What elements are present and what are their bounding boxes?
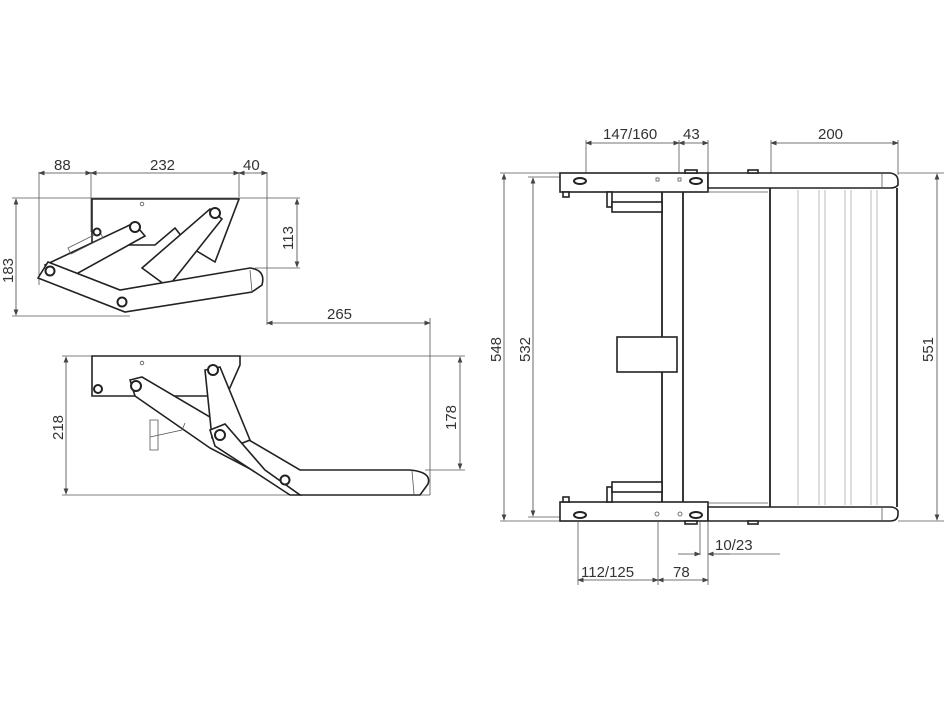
folded-side-view: 88 232 40 183 113	[0, 157, 300, 325]
dim-112-125: 112/125	[581, 564, 634, 581]
dim-147-160: 147/160	[603, 126, 657, 143]
dim-88: 88	[54, 157, 71, 174]
top-view: 147/160 43 200 548 532 551	[488, 126, 944, 585]
dim-183: 183	[0, 258, 17, 283]
dim-200: 200	[818, 126, 843, 143]
dim-40: 40	[243, 157, 260, 174]
dim-532: 532	[517, 337, 534, 362]
step-ribs	[797, 190, 878, 505]
dim-548: 548	[488, 337, 505, 362]
dim-265: 265	[327, 306, 352, 323]
dim-10-23: 10/23	[715, 537, 753, 554]
dim-232: 232	[150, 157, 175, 174]
dim-551: 551	[920, 337, 937, 362]
dim-113: 113	[280, 226, 297, 250]
dim-218: 218	[50, 415, 67, 440]
extended-side-view: 265 218 178	[50, 306, 465, 496]
dim-78: 78	[673, 564, 690, 581]
dim-178: 178	[443, 405, 460, 430]
dim-43: 43	[683, 126, 700, 143]
